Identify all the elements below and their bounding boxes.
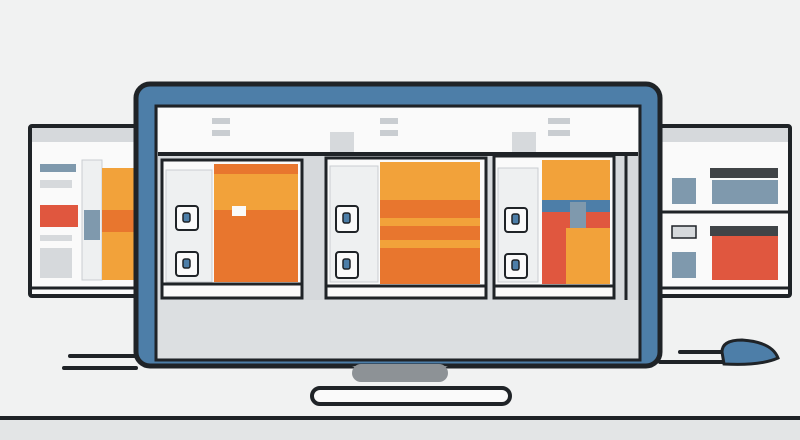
desk-surface — [0, 416, 800, 440]
window-panel-1 — [160, 158, 304, 300]
keyboard — [62, 354, 138, 370]
monitor-stand — [310, 364, 512, 406]
window-panel-3 — [492, 154, 616, 300]
mouse — [658, 338, 780, 366]
window-panel-2 — [324, 156, 488, 300]
main-monitor — [133, 81, 663, 369]
right-screen — [656, 124, 792, 298]
left-screen — [28, 124, 144, 298]
